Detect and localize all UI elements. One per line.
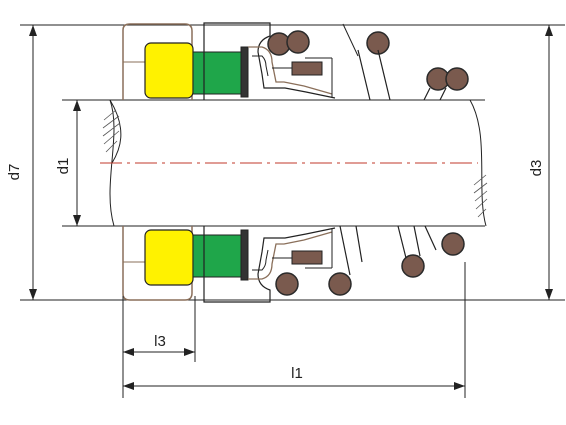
dimension-d7: d7 bbox=[6, 25, 37, 300]
spring-wire bbox=[357, 49, 391, 101]
seal-bottom-half bbox=[122, 225, 465, 303]
label-l1: l1 bbox=[291, 365, 303, 382]
rotating-face-bottom bbox=[192, 234, 244, 278]
label-d1: d1 bbox=[55, 158, 72, 175]
dimension-l1: l1 bbox=[123, 262, 466, 398]
spring-wire bbox=[423, 87, 447, 101]
seal-top-half bbox=[122, 22, 469, 101]
spring-coil bbox=[366, 31, 390, 55]
label-l3: l3 bbox=[154, 333, 166, 350]
retainer-top bbox=[203, 22, 336, 100]
spring-coil bbox=[445, 67, 469, 91]
stationary-seat-top bbox=[144, 42, 194, 99]
retainer-bottom bbox=[203, 226, 336, 303]
label-d7: d7 bbox=[6, 164, 23, 181]
spring-coil bbox=[328, 272, 352, 296]
drive-pin-bottom bbox=[291, 250, 323, 265]
shaft-break-hatch-left bbox=[102, 109, 121, 153]
spring-wire bbox=[339, 225, 363, 276]
spring-coil bbox=[441, 232, 465, 256]
spring-coil bbox=[401, 254, 425, 278]
rotating-face-top bbox=[192, 51, 244, 95]
stationary-seat-bottom bbox=[144, 229, 194, 286]
drive-pin-top bbox=[291, 61, 323, 76]
spring-wire bbox=[397, 225, 421, 259]
seat-housing-top bbox=[122, 23, 193, 100]
dimension-d1: d1 bbox=[55, 100, 81, 226]
dimension-l3: l3 bbox=[122, 296, 196, 398]
shaft-break-hatch-right bbox=[473, 174, 488, 218]
spring-coil bbox=[286, 30, 310, 54]
dimension-d3: d3 bbox=[528, 25, 553, 300]
label-d3: d3 bbox=[528, 160, 545, 177]
spring-coil bbox=[275, 272, 299, 296]
